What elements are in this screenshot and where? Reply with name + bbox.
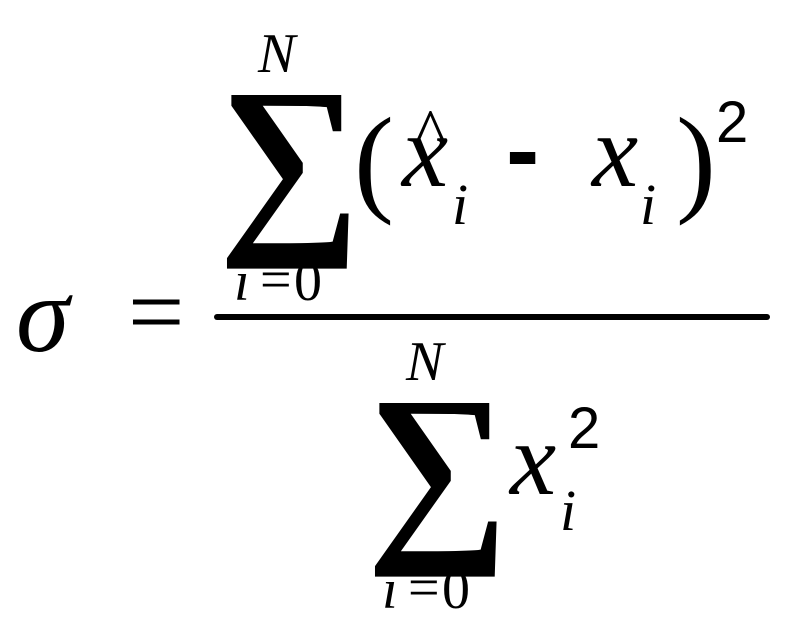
denominator-x-subscript: i bbox=[560, 478, 577, 543]
numerator-lower-value: 0 bbox=[294, 251, 322, 313]
hat-accent: ^ bbox=[414, 96, 447, 173]
denominator-lower-equals: = bbox=[408, 557, 440, 619]
numerator-lower-index: i bbox=[234, 251, 250, 313]
denominator-x: x bbox=[510, 402, 557, 517]
numerator-upper-limit: N bbox=[258, 23, 296, 85]
denominator-summation-sign: ∑ bbox=[366, 357, 509, 578]
numerator-summation-sign: ∑ bbox=[218, 49, 361, 270]
measured-x: x bbox=[592, 94, 639, 209]
measured-x-subscript: i bbox=[640, 172, 657, 237]
open-parenthesis: ( bbox=[354, 93, 394, 226]
estimated-x: x bbox=[402, 94, 449, 209]
numerator-lower-equals: = bbox=[260, 249, 292, 311]
minus-sign: - bbox=[506, 94, 540, 206]
fraction-bar bbox=[214, 314, 770, 320]
close-parenthesis: ) bbox=[676, 93, 716, 226]
equals-sign: = bbox=[128, 256, 185, 367]
numerator-exponent: 2 bbox=[716, 90, 749, 155]
estimated-x-subscript: i bbox=[452, 172, 469, 237]
denominator-lower-index: i bbox=[382, 559, 398, 621]
denominator-exponent: 2 bbox=[568, 396, 601, 461]
sigma-symbol: σ bbox=[16, 256, 70, 375]
denominator-upper-limit: N bbox=[406, 331, 444, 393]
denominator-lower-value: 0 bbox=[442, 559, 470, 621]
